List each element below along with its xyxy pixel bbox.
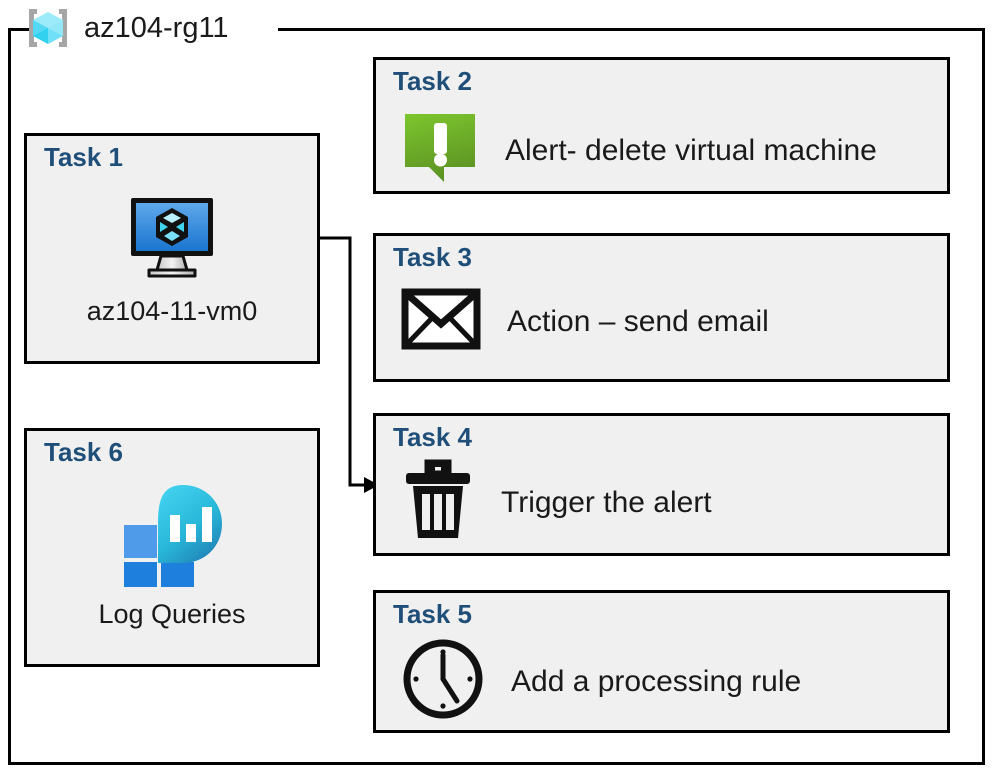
resource-group-label-gap bbox=[60, 20, 278, 38]
task-6-title: Task 6 bbox=[44, 437, 124, 467]
clock-icon bbox=[401, 637, 485, 726]
resource-group-frame bbox=[8, 28, 985, 765]
task-1-card[interactable]: Task 1 bbox=[24, 133, 320, 364]
task-2-label: Alert- delete virtual machine bbox=[505, 133, 877, 167]
virtual-machine-icon bbox=[27, 194, 317, 280]
task-5-title: Task 5 bbox=[393, 599, 473, 629]
task-3-title: Task 3 bbox=[393, 242, 473, 272]
task-1-title: Task 1 bbox=[44, 142, 124, 172]
trash-can-icon bbox=[401, 458, 475, 547]
task-1-caption: az104-11-vm0 bbox=[86, 296, 258, 326]
log-analytics-icon bbox=[27, 483, 317, 587]
task-6-card[interactable]: Task 6 bbox=[24, 428, 320, 667]
task-5-card[interactable]: Task 5 Add a processing rule bbox=[373, 590, 950, 733]
envelope-icon bbox=[401, 288, 481, 355]
task-4-card[interactable]: Task 4 Trigger the alert bbox=[373, 413, 950, 556]
task-3-label: Action – send email bbox=[507, 304, 769, 338]
task-3-card[interactable]: Task 3 Action – send email bbox=[373, 233, 950, 382]
azure-resource-group-icon bbox=[24, 6, 72, 50]
task-4-title: Task 4 bbox=[393, 422, 473, 452]
resource-group-name: az104-rg11 bbox=[84, 11, 229, 44]
resource-group-label: az104-rg11 bbox=[24, 5, 229, 51]
task-5-label: Add a processing rule bbox=[511, 664, 802, 698]
alert-exclamation-bubble-icon bbox=[401, 110, 479, 191]
task-2-card[interactable]: Task 2 Alert- delete virtual machine bbox=[373, 57, 950, 194]
task-6-caption: Log Queries bbox=[98, 599, 246, 629]
task-2-title: Task 2 bbox=[393, 66, 473, 96]
task-4-label: Trigger the alert bbox=[501, 485, 712, 519]
